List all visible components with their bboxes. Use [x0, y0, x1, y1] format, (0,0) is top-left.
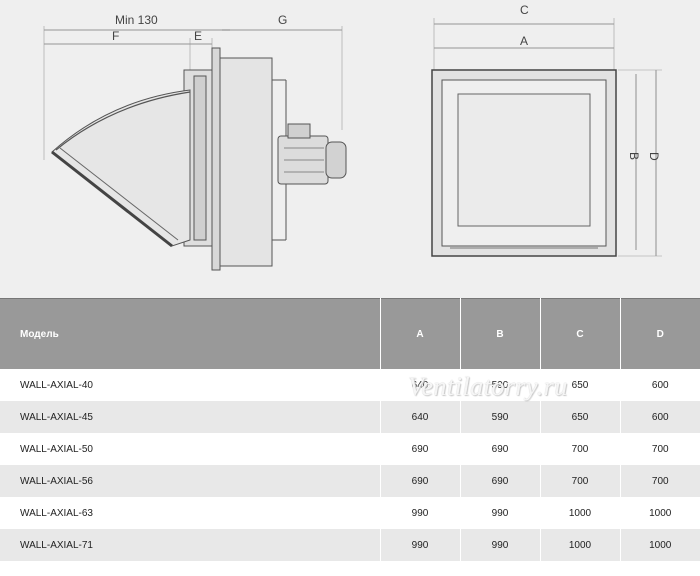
cell-b: 990 [460, 497, 541, 529]
cell-d: 600 [620, 401, 700, 433]
cell-a: 640 [380, 401, 461, 433]
cell-d: 1000 [620, 497, 700, 529]
cell-model: WALL-AXIAL-45 [0, 401, 381, 433]
table-row: WALL-AXIAL-50 690 690 700 700 [0, 433, 700, 465]
cell-a: 640 [380, 369, 461, 401]
dim-min130-label: Min 130 [115, 13, 158, 27]
side-view [43, 26, 347, 271]
cell-a: 990 [380, 529, 461, 561]
cell-c: 650 [540, 401, 621, 433]
cell-c: 1000 [540, 497, 621, 529]
header-d: D [620, 298, 700, 369]
table-header-row: Модель A B C D [0, 298, 700, 369]
cell-model: WALL-AXIAL-56 [0, 465, 381, 497]
front-view [431, 18, 662, 257]
cell-d: 700 [620, 433, 700, 465]
cell-b: 990 [460, 529, 541, 561]
cell-model: WALL-AXIAL-40 [0, 369, 381, 401]
table-row: WALL-AXIAL-71 990 990 1000 1000 [0, 529, 700, 561]
dim-e-label: E [194, 29, 202, 43]
dim-a-label: A [520, 34, 528, 48]
cell-b: 690 [460, 465, 541, 497]
cell-b: 590 [460, 369, 541, 401]
cell-a: 990 [380, 497, 461, 529]
table-row: WALL-AXIAL-45 640 590 650 600 [0, 401, 700, 433]
cell-c: 1000 [540, 529, 621, 561]
cell-c: 700 [540, 433, 621, 465]
cell-a: 690 [380, 433, 461, 465]
dim-f-label: F [112, 29, 119, 43]
cell-a: 690 [380, 465, 461, 497]
header-c: C [540, 298, 621, 369]
cell-c: 700 [540, 465, 621, 497]
dim-g-label: G [278, 13, 287, 27]
cell-model: WALL-AXIAL-71 [0, 529, 381, 561]
header-b: B [460, 298, 541, 369]
dim-c-label: C [520, 3, 529, 17]
cell-model: WALL-AXIAL-63 [0, 497, 381, 529]
technical-drawing: Min 130 F E G C A B D [0, 0, 700, 298]
dim-b-label: B [627, 152, 641, 160]
header-model: Модель [0, 298, 381, 369]
cell-d: 600 [620, 369, 700, 401]
cell-model: WALL-AXIAL-50 [0, 433, 381, 465]
cell-b: 690 [460, 433, 541, 465]
spec-table: Модель A B C D WALL-AXIAL-40 640 590 650… [0, 298, 700, 561]
cell-d: 700 [620, 465, 700, 497]
cell-d: 1000 [620, 529, 700, 561]
table-row: WALL-AXIAL-40 640 590 650 600 [0, 369, 700, 401]
dim-d-label: D [647, 152, 661, 161]
cell-b: 590 [460, 401, 541, 433]
cell-c: 650 [540, 369, 621, 401]
header-a: A [380, 298, 461, 369]
table-row: WALL-AXIAL-56 690 690 700 700 [0, 465, 700, 497]
table-row: WALL-AXIAL-63 990 990 1000 1000 [0, 497, 700, 529]
